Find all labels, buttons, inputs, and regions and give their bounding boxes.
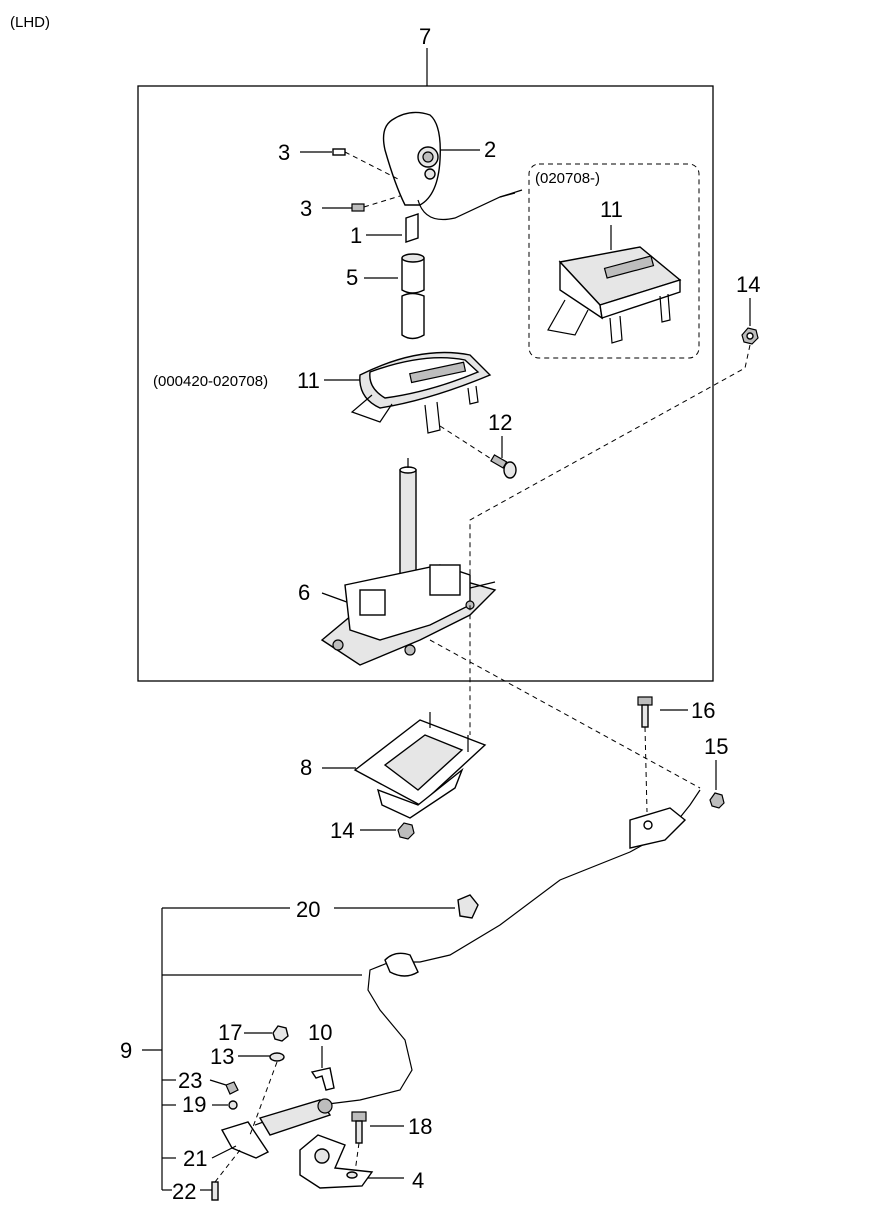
sleeve-5[interactable] [401,253,425,340]
callout-11-main[interactable]: 11 [297,368,320,393]
callout-9[interactable]: 9 [120,1038,132,1063]
screw-12[interactable] [439,425,517,479]
shift-lever-assembly-6[interactable] [320,458,497,666]
indicator-cover-main[interactable] [350,351,492,434]
callout-6[interactable]: 6 [298,580,310,605]
clip-10[interactable] [310,1067,335,1091]
assembly-box [137,85,714,682]
pin-23[interactable] [225,1081,239,1095]
callout-3-lower[interactable]: 3 [300,196,312,221]
callout-20[interactable]: 20 [296,897,320,922]
callout-7[interactable]: 7 [419,24,431,49]
callout-16[interactable]: 16 [691,698,715,723]
part-11-range: (000420-020708) [153,373,268,390]
bolt-18[interactable] [351,1111,367,1173]
base-plate-8[interactable] [353,712,487,819]
callout-18[interactable]: 18 [408,1114,432,1139]
bolt-16[interactable] [637,696,653,813]
callout-12[interactable]: 12 [488,410,512,435]
control-cable[interactable] [220,789,701,1159]
washer-13[interactable] [249,1052,285,1136]
callout-10[interactable]: 10 [308,1020,332,1045]
callout-21[interactable]: 21 [183,1146,207,1171]
callout-8[interactable]: 8 [300,755,312,780]
callout-2[interactable]: 2 [484,137,496,162]
detail-date-range: (020708-) [535,170,600,187]
indicator-cover-detail[interactable] [547,246,682,344]
callout-22[interactable]: 22 [172,1179,196,1204]
clip-20[interactable] [457,894,479,919]
callout-9-bracket [142,907,362,1191]
washer-19[interactable] [228,1100,238,1110]
nut-14-upper[interactable] [741,327,759,345]
callout-1[interactable]: 1 [350,223,362,248]
callout-4[interactable]: 4 [412,1168,424,1193]
screw-3-upper[interactable] [332,148,401,181]
bolt-22[interactable] [211,1149,241,1201]
clip-1[interactable] [405,213,419,243]
variant-label: (LHD) [10,14,50,31]
callout-14-lower[interactable]: 14 [330,818,354,843]
nut-17[interactable] [272,1025,289,1042]
screw-3-lower[interactable] [351,195,401,212]
nut-14-lower[interactable] [397,822,415,840]
shift-knob[interactable] [382,111,523,221]
callout-23[interactable]: 23 [178,1068,202,1093]
callout-13[interactable]: 13 [210,1044,234,1069]
detail-box [528,163,700,359]
callout-17[interactable]: 17 [218,1020,242,1045]
callout-5[interactable]: 5 [346,265,358,290]
bracket-4[interactable] [299,1134,374,1189]
callout-3-upper[interactable]: 3 [278,140,290,165]
callout-19[interactable]: 19 [182,1092,206,1117]
callout-14-upper[interactable]: 14 [736,272,760,297]
callout-15[interactable]: 15 [704,734,728,759]
nut-15[interactable] [709,792,725,809]
callout-11-detail[interactable]: 11 [600,197,623,222]
